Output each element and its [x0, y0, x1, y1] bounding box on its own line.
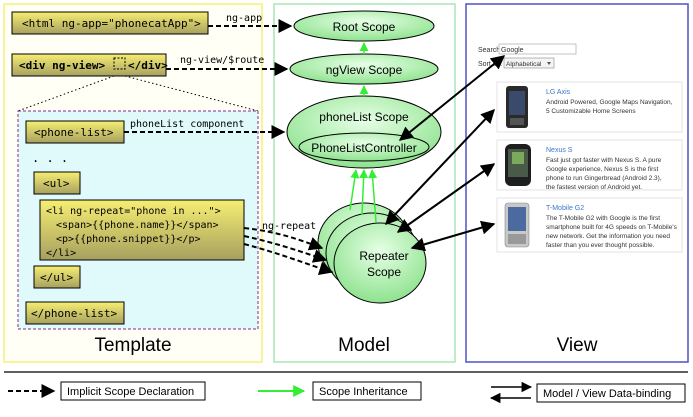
controller-label: PhoneListController [311, 141, 416, 155]
root-scope-label: Root Scope [333, 20, 396, 34]
legend-implicit-box [60, 381, 206, 401]
phone-snippet-1-line-2: 5 Customizable Home Screens [546, 108, 636, 115]
li-block-box [39, 199, 245, 261]
phone-list-close-text: </phone-list> [31, 307, 117, 320]
phone-snippet-3-line-4: faster than you ever thought possible. [546, 242, 655, 249]
ng-repeat-label: ng-repeat [262, 221, 316, 232]
inheritance-repeater-3 [368, 169, 378, 223]
ng-view-route-label: ng-view/$route [180, 55, 264, 66]
binding-repeater-card-2 [396, 163, 496, 233]
phone-list-open-text: <phone-list> [34, 126, 114, 139]
phone-snippet-1-line-1: Android Powered, Google Maps Navigation, [546, 99, 673, 106]
phone-list-component-label: phoneList component [130, 119, 244, 130]
phone-snippet-2-line-2: Google experience, Nexus S is the first [546, 166, 659, 173]
view-panel: Search: Google Sort by: Alphabetical LG … [465, 3, 689, 363]
phone-snippet-3-line-2: smartphone built for 4G speeds on T-Mobi… [546, 224, 678, 231]
ng-repeat-arrow-1 [243, 227, 324, 251]
zoom-line-right [124, 75, 259, 112]
li-line-2: <span>{{phone.name}}</span> [56, 220, 219, 231]
search-input[interactable] [498, 43, 577, 55]
ul-close-text: </ul> [40, 271, 73, 284]
phonelist-scope-label: phoneList Scope [319, 110, 409, 124]
phone-name-3[interactable]: T-Mobile G2 [546, 205, 584, 212]
search-input-value: Google [501, 47, 524, 54]
legend-inheritance-label: Scope Inheritance [319, 386, 408, 398]
legend-binding-label: Model / View Data-binding [543, 388, 671, 400]
html-tag-box [11, 11, 209, 35]
ul-open-box [33, 171, 81, 195]
div-tag-text: <div ng-view> [19, 59, 105, 72]
html-tag-text: <html ng-app="phonecatApp"> [22, 17, 201, 30]
div-close-text: </div> [128, 59, 168, 72]
view-title: View [557, 335, 598, 356]
phone-snippet-3-line-3: new network. Get the information you nee… [546, 233, 670, 240]
repeater-scope-front [333, 222, 427, 304]
binding-repeater-card-3 [410, 220, 496, 252]
ng-repeat-arrow-2 [243, 235, 328, 263]
template-panel: <html ng-app="phonecatApp"> <div ng-view… [3, 3, 263, 363]
phone-list-close-box [25, 301, 125, 325]
inheritance-repeater-2 [359, 169, 369, 216]
phone-name-2[interactable]: Nexus S [546, 147, 573, 154]
legend-inheritance-box [312, 381, 422, 401]
phone-name-1[interactable]: LG Axis [546, 89, 571, 96]
connectors: ng-app ng-view/$route phoneList componen… [124, 13, 506, 275]
legend-binding-box [536, 383, 686, 403]
phone-thumb-icon [506, 86, 528, 128]
ul-open-text: <ul> [43, 177, 70, 190]
chevron-down-icon [547, 62, 551, 65]
root-scope-ellipse [293, 10, 435, 42]
phone-snippet-2-line-1: Fast just got faster with Nexus S. A pur… [546, 157, 662, 164]
phone-snippet-3-line-1: The T-Mobile G2 with Google is the first [546, 215, 660, 222]
template-title: Template [94, 335, 171, 356]
view-slot-box [113, 57, 126, 70]
model-panel: Root Scope ngView Scope phoneList Scope … [273, 3, 456, 363]
legend: Implicit Scope Declaration Scope Inherit… [4, 371, 688, 404]
li-line-1: <li ng-repeat="phone in ..."> [46, 206, 221, 217]
ng-app-label: ng-app [226, 13, 262, 24]
ngview-scope-label: ngView Scope [326, 63, 403, 77]
ng-repeat-arrow-3 [243, 243, 334, 275]
search-label: Search: [478, 47, 502, 54]
phone-snippet-2-line-4: the fastest version of Android yet. [546, 184, 642, 191]
phone-thumb-icon [504, 202, 530, 248]
phone-thumb-icon [505, 144, 531, 186]
zoom-line-left [17, 75, 115, 112]
legend-implicit-label: Implicit Scope Declaration [67, 386, 194, 398]
ul-close-box [33, 265, 81, 289]
li-line-4: </li> [46, 248, 76, 259]
sort-select-value: Alphabetical [506, 61, 542, 68]
repeater-scope-label-2: Scope [367, 265, 401, 279]
li-line-3: <p>{{phone.snippet}}</p> [56, 234, 201, 245]
inheritance-repeater-1 [349, 169, 360, 211]
phone-snippet-2-line-3: phone to run Gingerbread (Android 2.3), [546, 175, 662, 182]
model-title: Model [338, 335, 390, 356]
div-tag-box [11, 53, 167, 77]
repeater-scope-label-1: Repeater [359, 249, 408, 263]
ellipsis-text: . . . [32, 151, 68, 165]
